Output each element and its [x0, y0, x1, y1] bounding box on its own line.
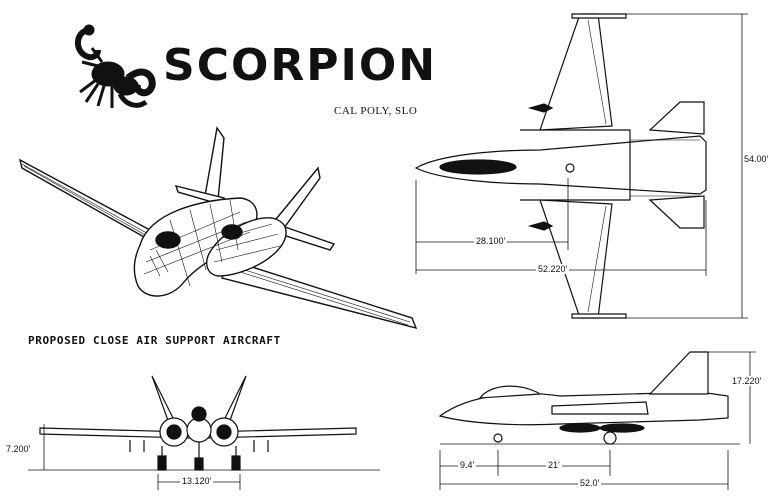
- scorpion-icon: [75, 24, 156, 108]
- page-title: SCORPION: [163, 40, 438, 91]
- front-height-label: 7.200': [6, 444, 31, 454]
- scorpion-logo: [75, 24, 156, 108]
- caption: PROPOSED CLOSE AIR SUPPORT AIRCRAFT: [28, 334, 281, 347]
- side-dim-a-label: 9.4': [458, 460, 477, 470]
- front-track-label: 13.120': [180, 476, 214, 486]
- side-height-label: 17.220': [732, 376, 762, 386]
- top-dim-a-label: 28.100': [474, 236, 508, 246]
- page-subtitle: CAL POLY, SLO: [334, 105, 418, 117]
- top-span-label: 54.00': [744, 154, 768, 164]
- side-length-label: 52.0': [578, 478, 602, 488]
- top-dim-b-label: 52.220': [536, 264, 570, 274]
- side-dim-b-label: 21': [546, 460, 562, 470]
